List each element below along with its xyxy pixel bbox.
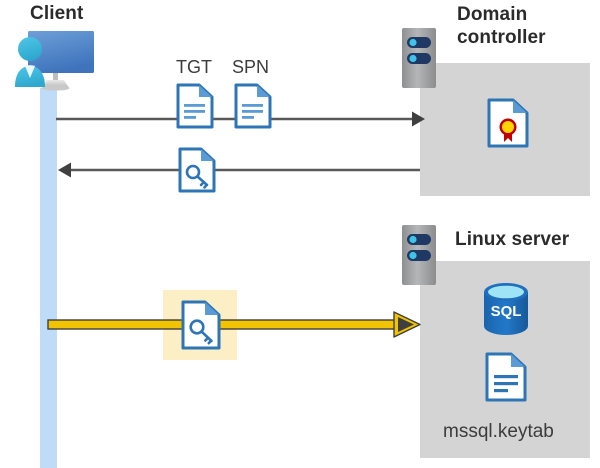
domain-controller-title: Domain controller: [457, 3, 597, 49]
service-ticket-key-document-icon: [178, 147, 216, 193]
flow-present-ticket-gold-arrow: [47, 311, 421, 339]
client-workstation-icon: [6, 24, 102, 96]
certificate-document-icon: [487, 98, 529, 148]
client-title: Client: [30, 3, 84, 24]
sql-database-cylinder-icon: SQL: [480, 282, 532, 336]
server-rack-icon-linux: [402, 225, 438, 287]
domain-controller-title-line1: Domain: [457, 4, 528, 25]
keytab-filename-label: mssql.keytab: [443, 421, 554, 442]
flow-receive-ticket-arrow: [56, 159, 428, 181]
client-lifeline-bar: [40, 88, 57, 468]
keytab-key-document-icon: [181, 300, 221, 350]
tgt-label: TGT: [176, 57, 212, 77]
sql-label: SQL: [491, 303, 522, 320]
linux-server-title: Linux server: [455, 229, 570, 250]
spn-label: SPN: [232, 57, 270, 77]
domain-controller-title-line2: controller: [457, 27, 546, 49]
spn-document-icon: [234, 83, 272, 129]
tgt-document-icon: [176, 83, 214, 129]
keytab-file-document-icon: [485, 352, 527, 402]
server-rack-icon-dc: [402, 28, 438, 90]
